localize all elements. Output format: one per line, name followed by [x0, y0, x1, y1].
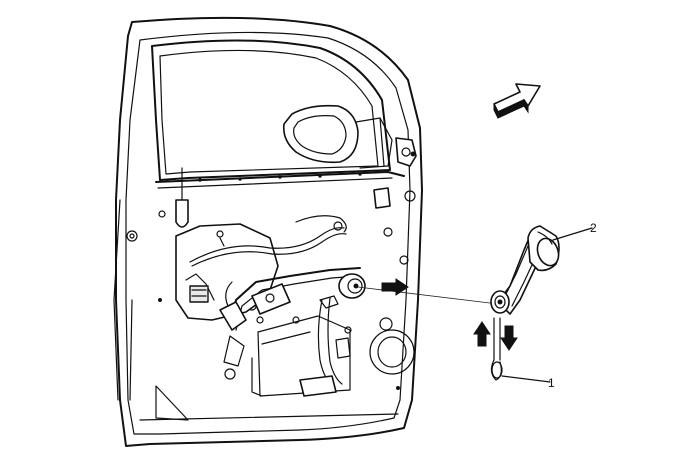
wiring-harness	[189, 215, 347, 267]
retaining-clip	[490, 317, 503, 381]
side-mirror	[282, 104, 393, 169]
view-direction-arrow-icon	[493, 83, 541, 119]
alignment-line	[357, 286, 499, 305]
lower-module	[251, 315, 351, 397]
hinge-bracket	[395, 137, 417, 167]
callout-2-leader	[552, 227, 593, 241]
lock-rod	[175, 167, 189, 228]
belt-clips	[198, 172, 362, 182]
window-regulator	[219, 267, 361, 387]
callout-number-1: 1	[548, 376, 555, 390]
door-inner-panel	[113, 16, 423, 447]
removal-direction-arrow-icon	[381, 278, 409, 296]
window-regulator-handle	[490, 225, 560, 315]
regulator-crank-shaft	[338, 273, 366, 299]
down-arrow-icon	[500, 325, 518, 351]
upper-bracket	[373, 187, 391, 209]
up-arrow-icon	[473, 321, 491, 347]
callout-number-2: 2	[590, 221, 597, 235]
callout-1-leader	[501, 375, 551, 383]
mounting-holes	[126, 210, 409, 390]
speaker-access-hole	[369, 329, 415, 375]
